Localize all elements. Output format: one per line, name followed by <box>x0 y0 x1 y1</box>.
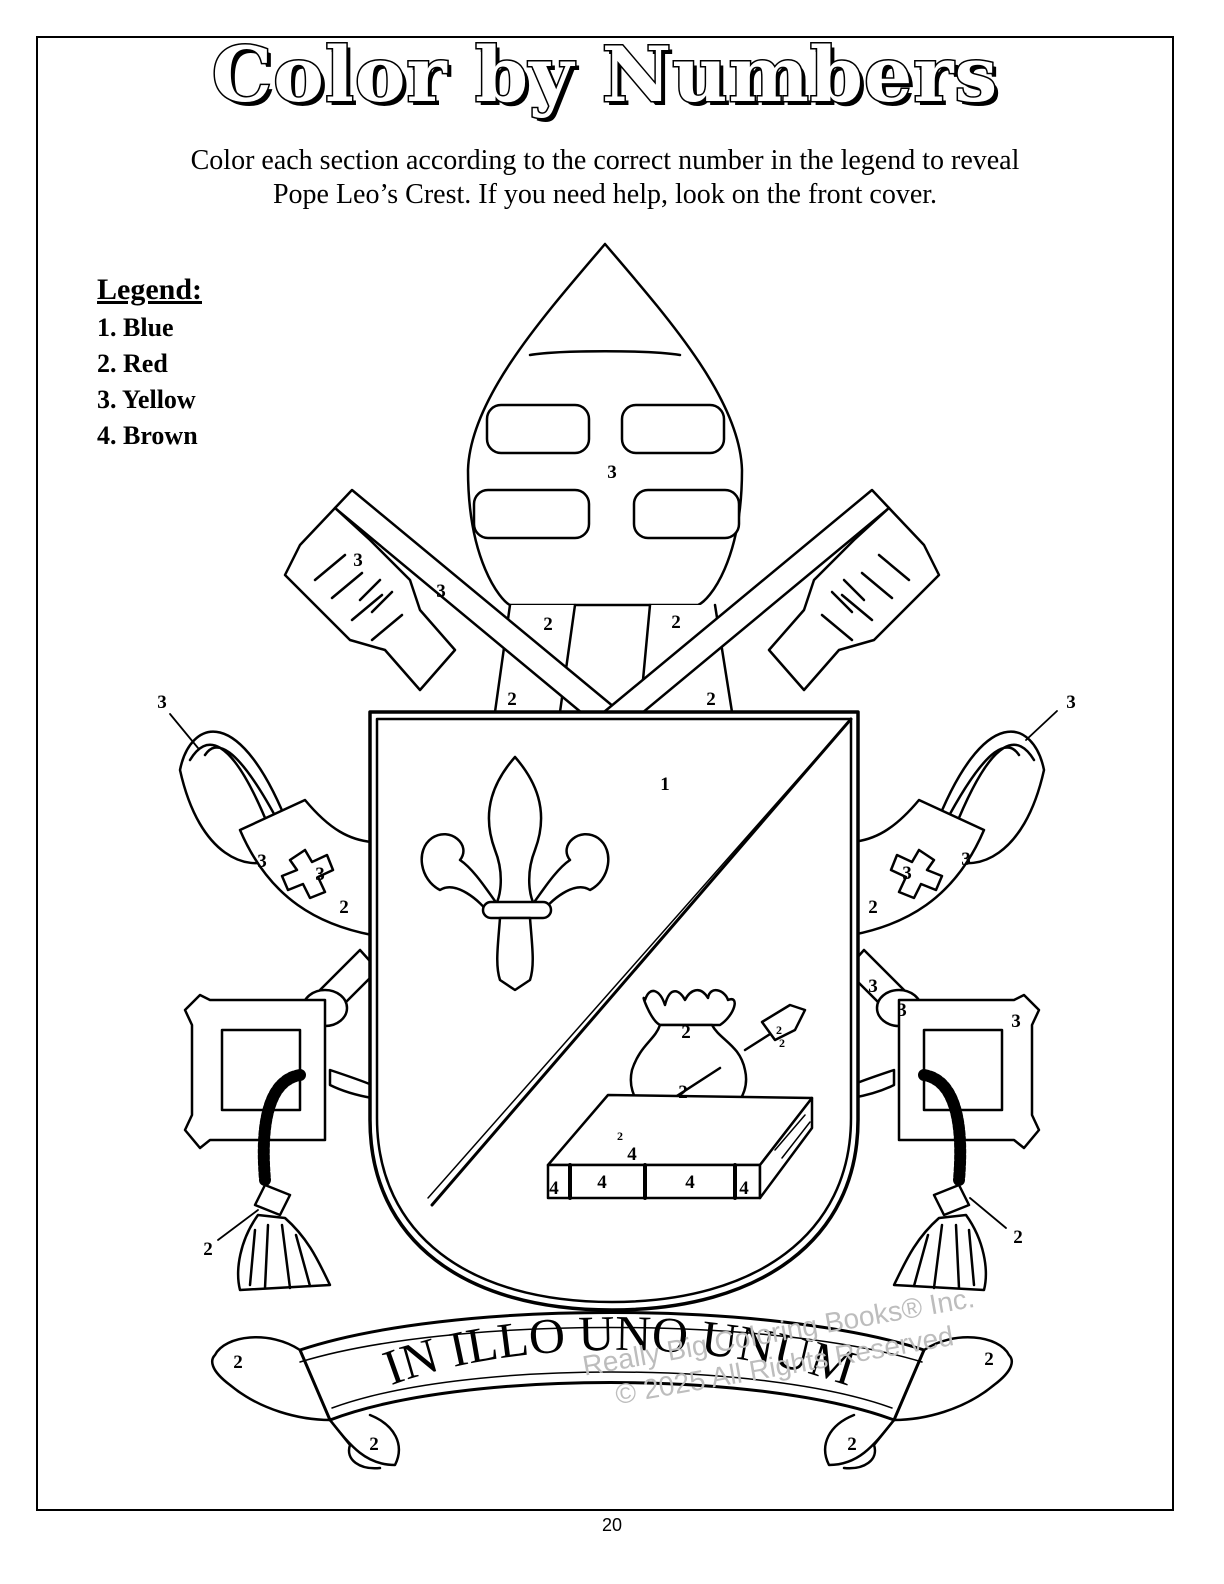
number-book-spine-2: 4 <box>685 1172 695 1193</box>
number-right-key-bow: 3 <box>1011 1011 1021 1032</box>
number-left-lappet-end: 2 <box>507 689 517 710</box>
instructions-line-1: Color each section according to the corr… <box>190 145 1020 176</box>
left-key <box>283 488 622 730</box>
number-book-cover: 4 <box>627 1144 637 1165</box>
page-number: 20 <box>601 1515 623 1535</box>
number-banner-left-curl: 2 <box>369 1434 379 1455</box>
motto-banner: IN ILLO UNO UNUM <box>211 1305 1013 1470</box>
number-left-pallium-band: 3 <box>257 851 267 872</box>
legend: Legend: 1. Blue 2. Red 3. Yellow 4. Brow… <box>97 272 202 454</box>
right-cord-tassel <box>892 1069 988 1292</box>
number-left-pallium: 2 <box>339 897 349 918</box>
instructions-line-2: Pope Leo’s Crest. If you need help, look… <box>272 179 938 210</box>
right-key-bow <box>844 948 1041 1150</box>
number-left-key-bit: 3 <box>353 550 363 571</box>
number-left-key-shaft: 3 <box>436 581 446 602</box>
legend-item-red: 2. Red <box>97 349 168 378</box>
number-left-lappet: 2 <box>543 614 553 635</box>
small-color-numbers: 2 2 2 <box>617 1023 785 1143</box>
number-right-pallium-band: 3 <box>961 849 971 870</box>
number-banner-right-curl: 2 <box>847 1434 857 1455</box>
number-mitre: 3 <box>607 462 617 483</box>
number-book-spine-1: 4 <box>597 1172 607 1193</box>
legend-item-blue: 1. Blue <box>97 313 174 342</box>
number-right-lappet: 2 <box>671 612 681 633</box>
number-arrow-fletch-2: 2 <box>779 1036 785 1050</box>
leader-lines <box>169 710 1058 1241</box>
number-right-pallium-cross: 3 <box>902 863 912 884</box>
book <box>546 1093 814 1200</box>
number-shield-field: 1 <box>660 774 670 795</box>
legend-item-yellow: 3. Yellow <box>97 385 196 414</box>
number-left-tassel: 2 <box>203 1239 213 1260</box>
page-title: Color by Numbers <box>210 29 999 121</box>
page-border <box>36 36 1174 1511</box>
number-right-pallium: 2 <box>868 897 878 918</box>
left-pallium <box>178 730 374 937</box>
number-heart: 2 <box>678 1082 688 1103</box>
number-banner-left: 2 <box>233 1352 243 1373</box>
number-right-key-shaft: 3 <box>868 976 878 997</box>
number-right-lappet-end: 2 <box>706 689 716 710</box>
left-cord-tassel <box>236 1069 332 1292</box>
number-arrow-fletch-1: 2 <box>776 1023 782 1037</box>
fleur-de-lis <box>420 755 610 992</box>
color-numbers: 3 3 3 2 2 2 2 3 3 1 3 3 2 3 3 2 3 3 3 2 … <box>157 462 1076 1455</box>
number-banner-right: 2 <box>984 1349 994 1370</box>
number-arrow-head: 2 <box>617 1129 623 1143</box>
number-right-tassel: 2 <box>1013 1227 1023 1248</box>
number-book-spine-left: 4 <box>549 1178 559 1199</box>
legend-item-brown: 4. Brown <box>97 421 198 450</box>
number-right-key-knob: 3 <box>897 1000 907 1021</box>
number-heart-flame: 2 <box>681 1022 691 1043</box>
number-left-tassel-top: 3 <box>157 692 167 713</box>
instructions: Color each section according to the corr… <box>36 144 1174 212</box>
number-right-tassel-top: 3 <box>1066 692 1076 713</box>
number-left-pallium-cross: 3 <box>315 864 325 885</box>
legend-title: Legend: <box>97 273 202 306</box>
right-pallium <box>850 730 1046 937</box>
number-book-spine-right: 4 <box>739 1178 749 1199</box>
right-key <box>602 488 941 730</box>
left-key-bow <box>183 948 380 1150</box>
